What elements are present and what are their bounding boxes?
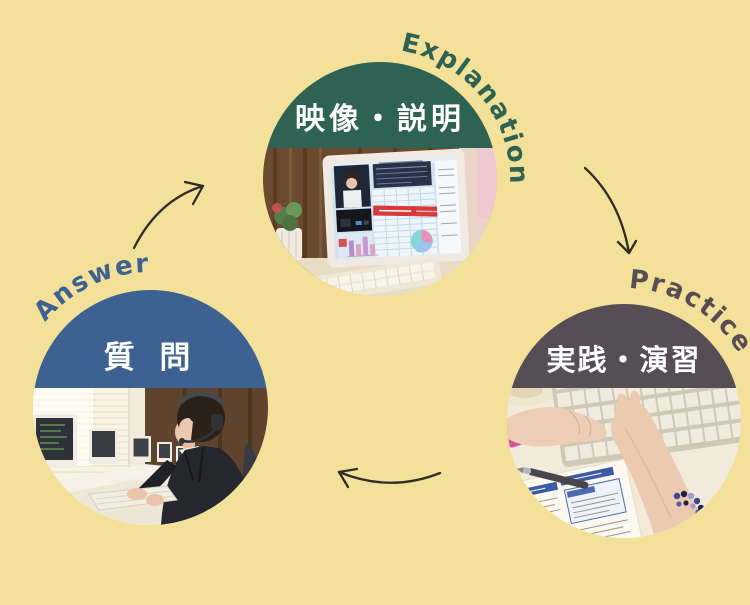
hand [127,488,147,500]
pink-wall [477,148,497,218]
bar-chart [347,236,379,258]
arrow-answer-to-explanation [132,180,205,250]
arrow-explanation-to-practice [583,166,638,255]
data-window [372,161,432,189]
potted-plant [272,202,302,260]
arm [139,460,177,496]
explanation-jp-label: 映像・説明 [295,102,465,137]
hands-typing-illustration [507,388,741,538]
node-explanation: 映像・説明 [263,62,497,296]
headset-mic-arm [182,429,216,443]
headset-earcup [211,414,223,430]
node-answer: 質 問 [33,290,268,525]
pie-chart [410,229,433,253]
pen [516,467,589,489]
instructor-with-headset-photo [33,388,268,525]
left-hand [507,407,607,447]
right-arm [610,391,707,538]
headset-band [179,391,225,406]
elearning-monitor-photo [263,148,497,296]
practice-band: 実践・演習 [507,304,741,388]
hands-typing-on-keyboard-photo [507,388,741,538]
headset-mic [179,438,185,444]
watch [692,514,718,534]
answer-band: 質 問 [33,290,268,388]
man-with-headset [88,391,251,525]
elearning-monitor-illustration [263,148,497,296]
hand [146,494,164,506]
instructor-headset-illustration [33,388,268,525]
video-controls [336,208,373,233]
node-practice: 実践・演習 [507,304,741,538]
side-panel [434,159,462,254]
monitor [322,148,470,268]
arrow-practice-to-answer [337,467,442,489]
answer-jp-label: 質 問 [103,340,198,376]
explanation-band: 映像・説明 [263,62,497,148]
instructor-video [333,164,371,209]
practice-jp-label: 実践・演習 [546,343,702,377]
